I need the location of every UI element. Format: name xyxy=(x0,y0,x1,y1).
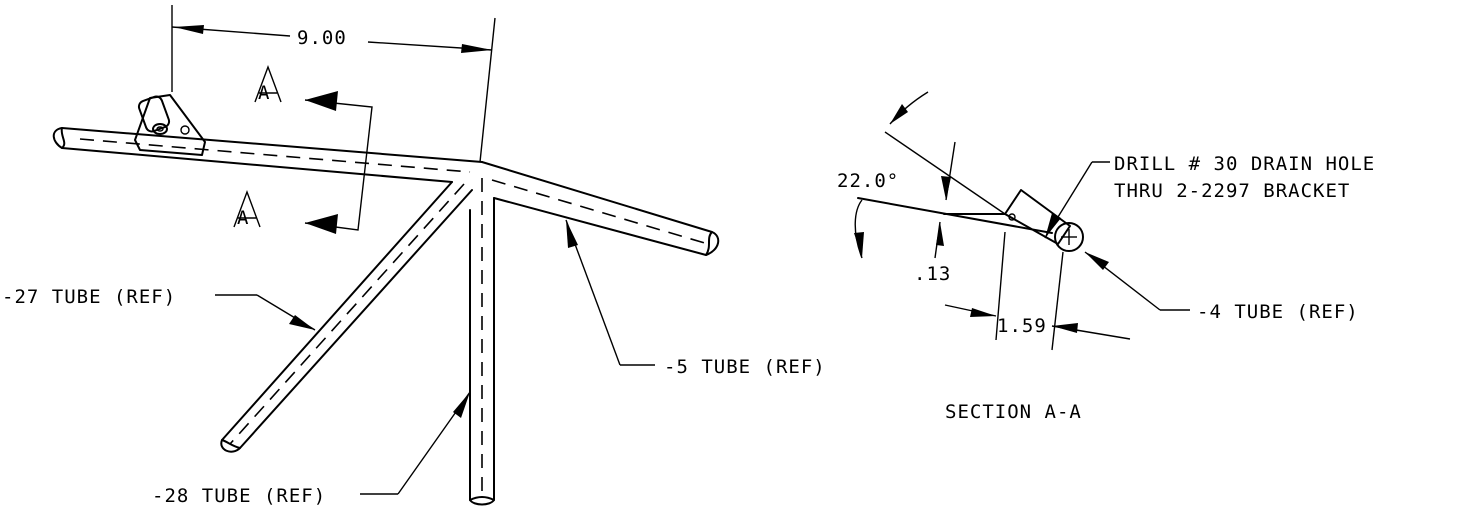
callout-tube-27: -27 TUBE (REF) xyxy=(2,286,176,308)
section-mark-bottom-glyph xyxy=(233,189,261,228)
leader-tube-27 xyxy=(215,294,316,331)
leader-drill-hole xyxy=(1044,161,1110,239)
leader-tube-4 xyxy=(1084,251,1190,311)
tube-4-section xyxy=(1054,222,1084,252)
callout-tube-5: -5 TUBE (REF) xyxy=(664,356,826,378)
dimension-distance-label: 1.59 xyxy=(997,315,1047,337)
distance-dimension xyxy=(944,231,1131,351)
dimension-9-00 xyxy=(171,5,496,163)
tube-28 xyxy=(469,178,495,506)
angle-dimension xyxy=(854,91,1006,259)
callout-drill-line1: DRILL # 30 DRAIN HOLE xyxy=(1114,153,1375,175)
section-mark-top: A xyxy=(258,82,270,104)
section-view: 22.0° .13 1.59 DRILL # 30 DRAIN HOLE THR… xyxy=(837,91,1375,423)
tube-27 xyxy=(220,181,473,453)
section-cut-line xyxy=(304,91,373,234)
callout-tube-4: -4 TUBE (REF) xyxy=(1197,301,1359,323)
tube-5 xyxy=(481,161,720,256)
dimension-span-label: 9.00 xyxy=(297,27,347,49)
dimension-angle-label: 22.0° xyxy=(837,170,899,192)
callout-drill-line2: THRU 2-2297 BRACKET xyxy=(1114,180,1350,202)
main-view: 9.00 A A -27 TUBE (REF) -28 TUBE ( xyxy=(2,5,826,507)
bracket xyxy=(134,94,206,156)
section-title: SECTION A-A xyxy=(945,401,1082,423)
offset-dimension xyxy=(934,141,956,259)
bracket-section xyxy=(857,189,1071,245)
section-mark-top-glyph xyxy=(254,64,282,103)
tube-main-left xyxy=(52,127,483,183)
callout-tube-28: -28 TUBE (REF) xyxy=(152,485,326,507)
leader-tube-28 xyxy=(360,391,471,495)
dimension-offset-label: .13 xyxy=(914,263,951,285)
section-mark-bottom: A xyxy=(237,207,249,229)
leader-tube-5 xyxy=(565,219,655,366)
